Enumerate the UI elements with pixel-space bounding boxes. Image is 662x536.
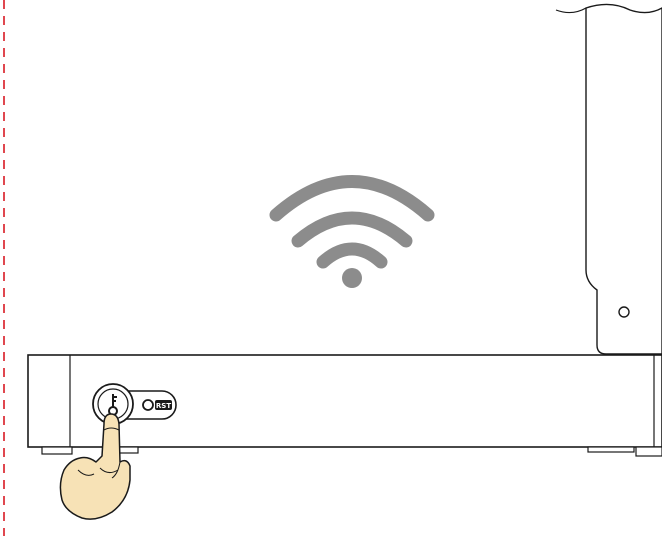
reset-hole: [142, 399, 154, 411]
reset-button[interactable]: RST: [142, 399, 172, 411]
tower-device: [555, 3, 662, 355]
reset-label: RST: [156, 402, 171, 410]
hand-pointer-icon: [59, 413, 131, 520]
reset-label-badge: [155, 400, 172, 410]
tower-indicator-light: [618, 306, 630, 318]
wifi-icon: [269, 175, 435, 288]
